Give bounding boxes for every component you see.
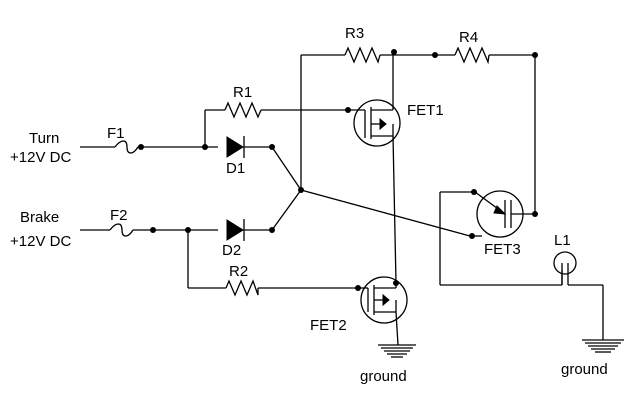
d2-label: D2 [222,242,241,259]
r1-label: R1 [233,84,252,101]
diode-d1 [226,136,270,158]
transistor-fet1 [348,50,401,147]
ground-right-label: ground [561,361,608,378]
wire [271,189,302,231]
wire [395,311,399,346]
fuse-f2 [109,223,134,237]
ground-symbol-left [378,344,416,358]
resistor-r2 [225,279,259,297]
f1-label: F1 [107,125,125,142]
fet2-label: FET2 [310,317,347,334]
transistor-fet3 [472,190,535,238]
diode-d2 [226,219,270,241]
turn-voltage-label: +12V DC [10,149,71,166]
junction-dot [391,49,397,55]
resistor-r4 [454,46,490,65]
junction-dot [432,52,438,58]
resistor-r1 [224,101,262,119]
r2-label: R2 [229,263,248,280]
wire [271,146,302,191]
r3-label: R3 [345,25,364,42]
transistor-fet2 [358,276,408,324]
r4-label: R4 [459,29,478,46]
fuse-f1 [114,140,139,154]
turn-label: Turn [29,130,59,147]
fet3-l1-wire [439,191,563,286]
brake-voltage-label: +12V DC [10,233,71,250]
wire [300,189,471,237]
ground-left-label: ground [360,368,407,385]
ground-symbol-right [582,339,624,353]
fet1-label: FET1 [407,102,444,119]
r1-branch-wire [204,109,348,147]
fet3-label: FET3 [484,241,521,258]
d1-label: D1 [226,160,245,177]
junction-dot [138,144,144,150]
top-wire [300,54,536,214]
l1-label: L1 [554,232,571,249]
f2-label: F2 [110,207,128,224]
junction-dot [150,227,156,233]
r2-branch-wire [187,230,358,289]
brake-label: Brake [20,209,59,226]
lamp-l1 [553,251,604,340]
junction-dot [532,211,538,217]
resistor-r3 [344,46,381,64]
wire [392,135,397,284]
junction-dot [532,52,538,58]
